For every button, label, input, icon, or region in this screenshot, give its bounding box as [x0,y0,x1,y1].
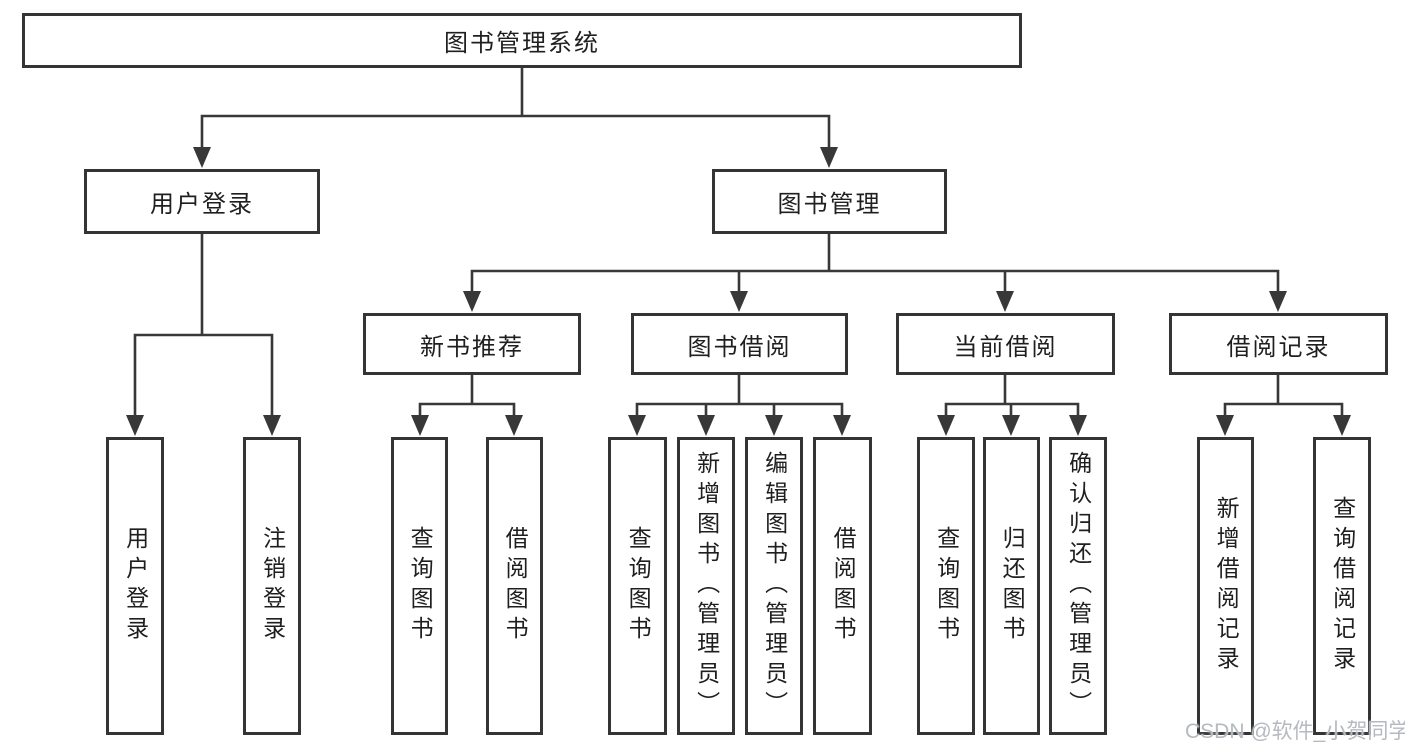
node-current-borrowing: 当前借阅 [896,313,1115,375]
node-label: 新增图书（管理员） [693,451,720,721]
node-records-query-record: 查询借阅记录 [1313,437,1371,735]
node-borrow-records: 借阅记录 [1169,313,1388,375]
node-book-management: 图书管理 [712,169,947,234]
connector-userlogin-branch [126,232,281,436]
node-records-add-record: 新增借阅记录 [1197,437,1254,735]
node-current-confirm-return-admin: 确认归还（管理员） [1049,437,1107,735]
node-label: 注销登录 [259,526,286,646]
node-label: 图书管理系统 [444,30,600,57]
connector-borrowing-branch [628,373,851,436]
node-current-return-book: 归还图书 [983,437,1040,735]
node-label: 确认归还（管理员） [1065,451,1092,721]
node-borrowing-edit-book-admin: 编辑图书（管理员） [745,437,803,735]
connector-newbook-branch [411,373,523,436]
node-label: 编辑图书（管理员） [761,451,788,721]
node-user-login-leaf: 用户登录 [106,437,164,735]
node-user-login: 用户登录 [84,169,320,234]
csdn-watermark: CSDN @软件_小贺同学 [1185,720,1405,743]
connector-records-branch [1216,373,1351,436]
node-label: 新增借阅记录 [1213,496,1240,676]
node-book-borrowing: 图书借阅 [631,313,848,375]
node-label: 查询图书 [407,526,434,646]
node-borrowing-query-book: 查询图书 [608,437,667,735]
node-label: 当前借阅 [953,333,1058,361]
node-label: 用户登录 [122,526,149,646]
node-label: 借阅图书 [830,526,857,646]
node-label: 借阅记录 [1226,333,1331,361]
node-recommend-query-book: 查询图书 [391,437,448,735]
node-label: 图书借阅 [687,333,792,361]
node-label: 查询图书 [625,526,652,646]
node-label: 图书管理 [777,191,882,218]
node-label: 归还图书 [999,526,1026,646]
node-current-query-book: 查询图书 [917,437,975,735]
node-library-management-system: 图书管理系统 [22,13,1022,68]
node-label: 借阅图书 [502,526,529,646]
node-borrowing-borrow-book: 借阅图书 [813,437,872,735]
node-label: 用户登录 [150,191,254,218]
connector-root-to-level2 [193,66,838,168]
node-label: 新书推荐 [420,333,524,361]
connector-current-branch [937,373,1087,436]
connector-bookmgmt-branch [463,232,1287,312]
node-recommend-borrow-book: 借阅图书 [486,437,543,735]
node-borrowing-add-book-admin: 新增图书（管理员） [677,437,735,735]
node-label: 查询图书 [933,526,960,646]
node-label: 查询借阅记录 [1329,496,1356,676]
node-new-book-recommend: 新书推荐 [363,313,581,375]
node-logout-leaf: 注销登录 [243,437,301,735]
